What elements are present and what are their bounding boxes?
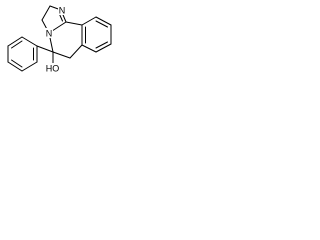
- atom-text-bridge-n: N: [46, 29, 53, 39]
- bond-benzo-inner-2: [95, 41, 108, 49]
- bond-benzo-1: [81, 16, 97, 26]
- bond-c-amidine-ar1: [65, 21, 83, 26]
- atom-label-hydroxyl: HO: [45, 63, 60, 74]
- bond-ar2-ch2: [69, 44, 83, 59]
- chemical-structure-diagram: N N HO: [7, 5, 112, 74]
- bond-phenyl-5: [21, 61, 38, 72]
- bond-c-top-c-left: [41, 5, 51, 21]
- bond-phenyl-4: [7, 61, 23, 72]
- phenyl-ring: [7, 36, 54, 72]
- atom-label-bridge-n: N: [45, 28, 53, 39]
- bond-phenyl-1: [21, 36, 38, 47]
- bond-benzo-inner-1: [95, 20, 108, 28]
- bond-phenyl-inner-2: [11, 59, 23, 68]
- bond-benzo-2: [95, 16, 112, 26]
- atom-label-imidazole-n: N: [58, 5, 66, 16]
- bond-ch2-c-quaternary: [52, 51, 71, 59]
- bond-benzo-4: [95, 43, 112, 53]
- benzo-ring: [81, 16, 112, 53]
- atom-text-hydroxyl: HO: [46, 64, 60, 74]
- bond-phenyl-inner-1: [11, 40, 23, 49]
- bond-c-quaternary-phenyl: [36, 45, 54, 53]
- central-ring: [48, 21, 83, 59]
- bond-phenyl-2: [7, 36, 23, 47]
- bond-benzo-5: [81, 44, 97, 53]
- atom-text-imidazole-n: N: [59, 6, 66, 16]
